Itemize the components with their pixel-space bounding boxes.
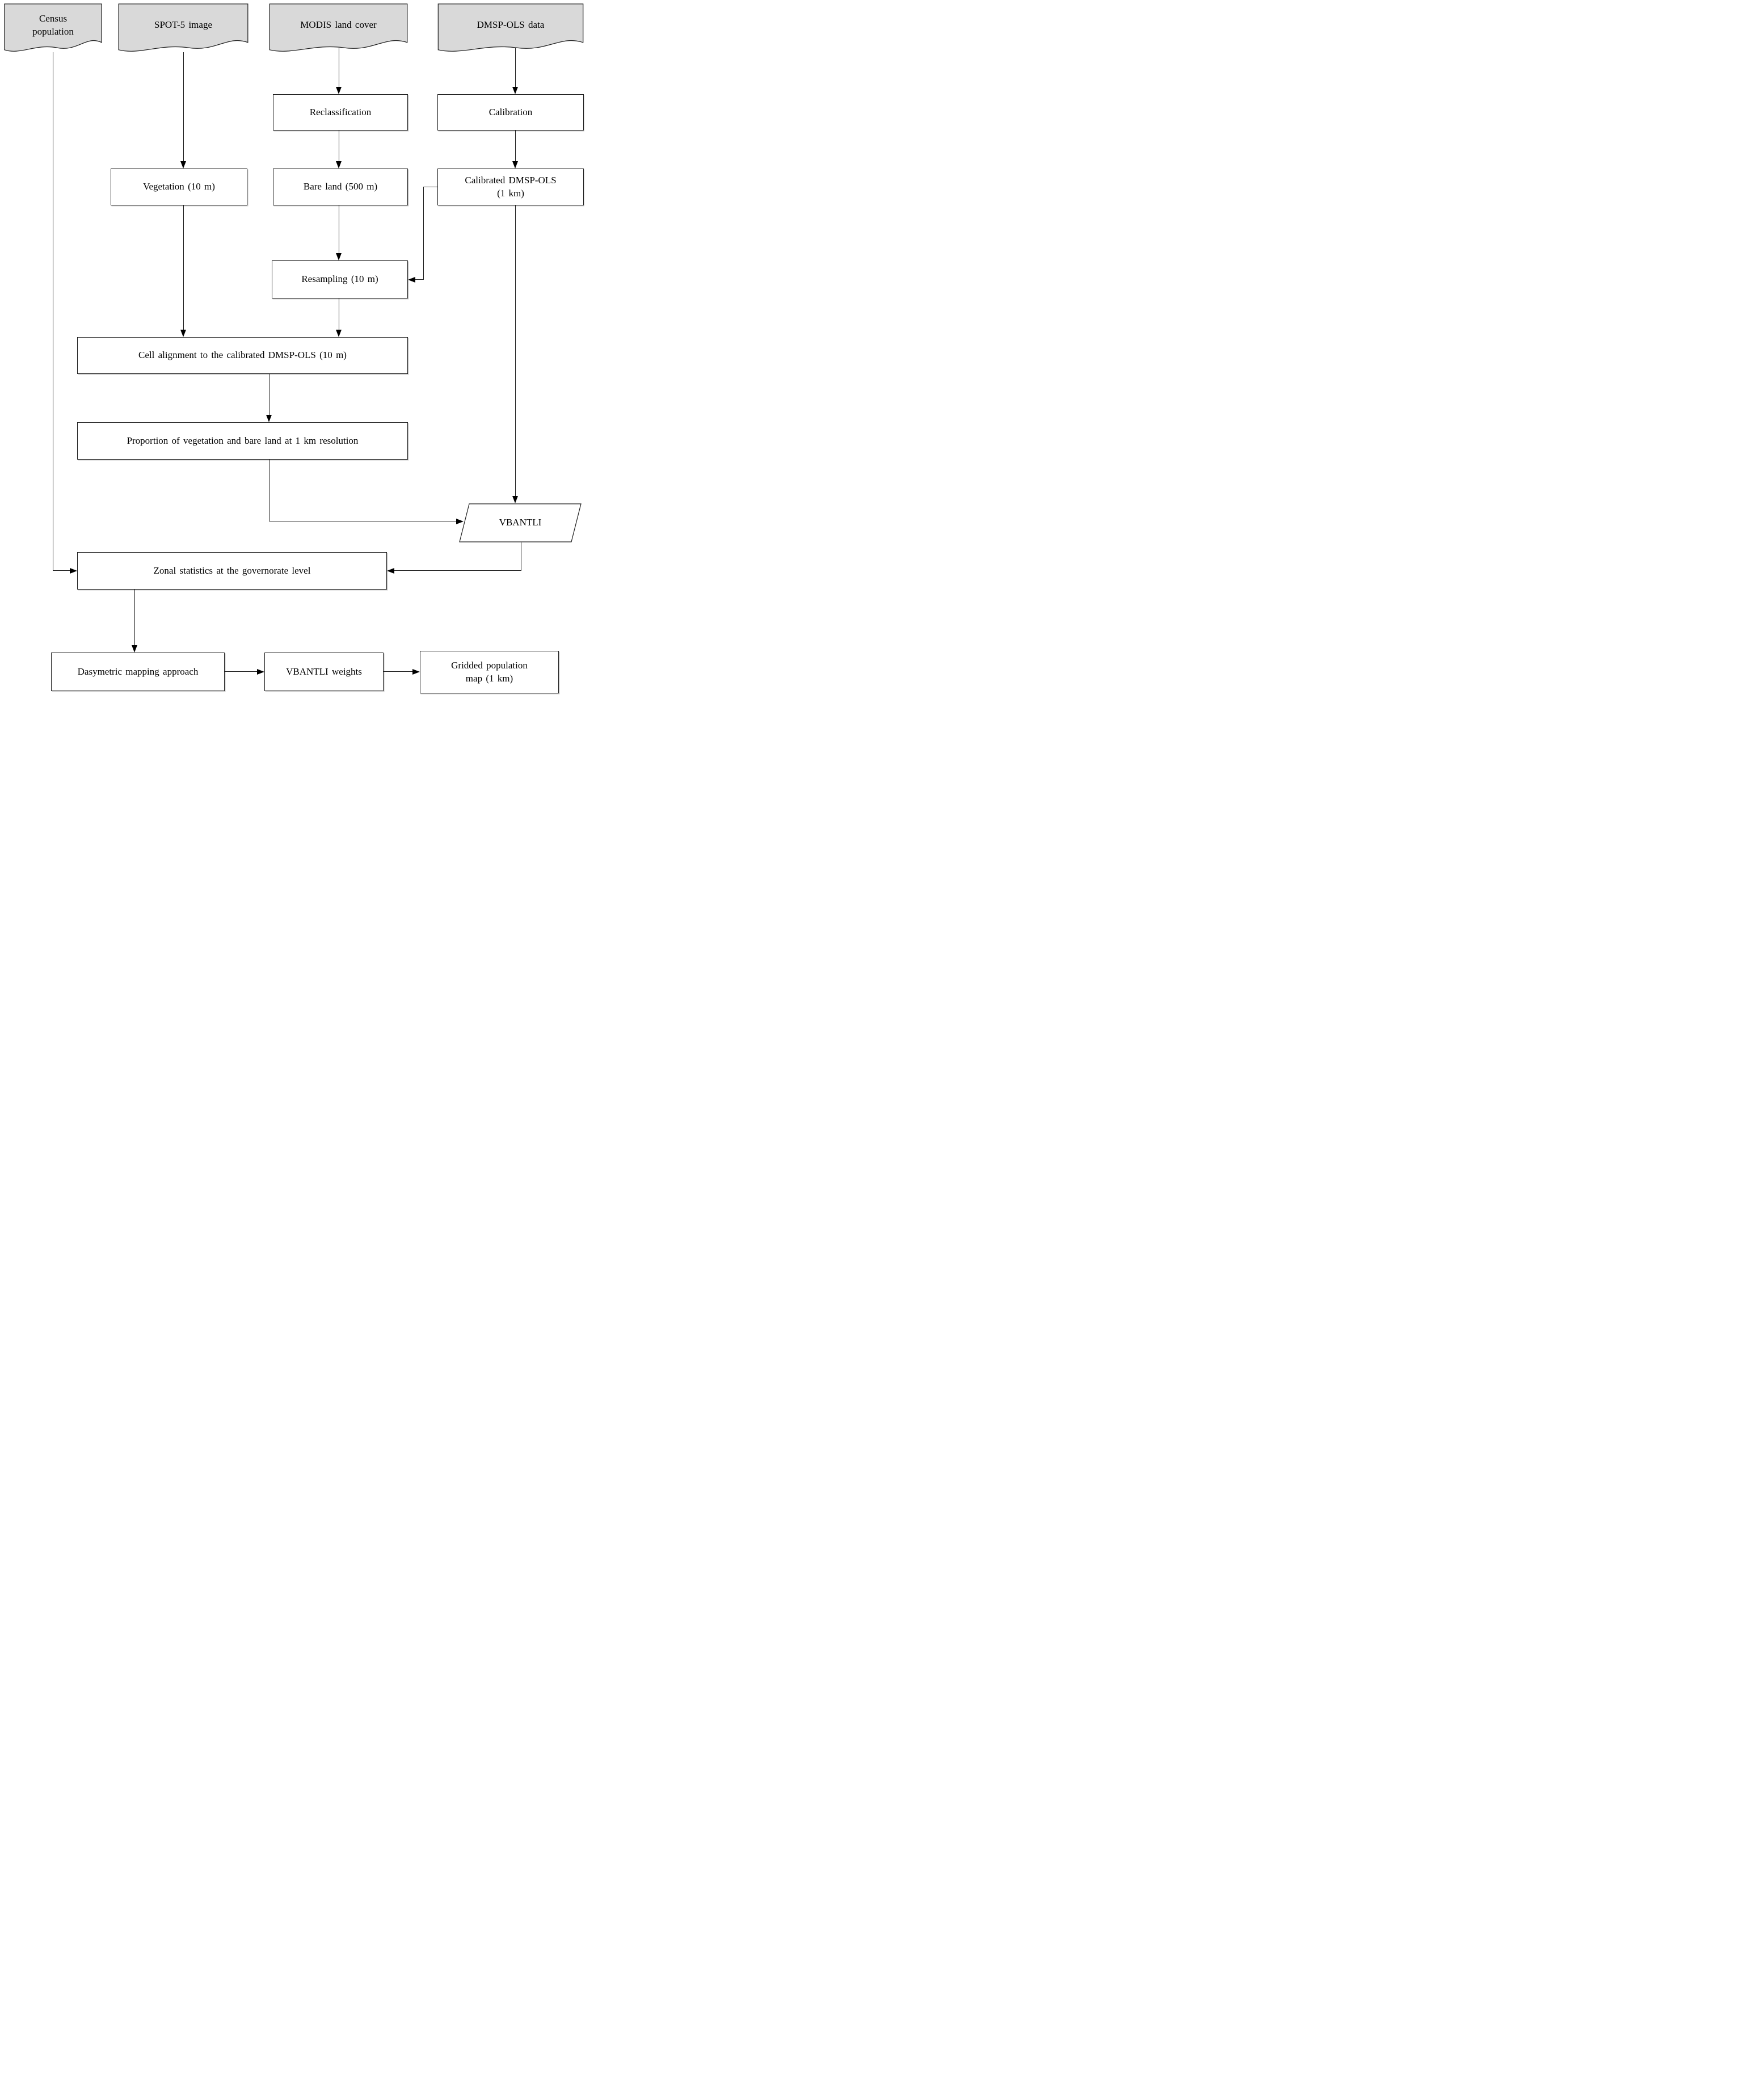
arrowhead-into-vbantli-top [512, 496, 518, 503]
edge-calibration-calibrated [515, 131, 516, 161]
node-label: SPOT-5 image [154, 19, 212, 31]
node-vegetation: Vegetation (10 m) [111, 169, 247, 205]
node-calibrated-dmsp-ols: Calibrated DMSP-OLS (1 km) [437, 169, 584, 205]
node-gridded-population-map: Gridded population map (1 km) [420, 651, 559, 693]
node-label: DMSP-OLS data [477, 19, 545, 31]
document-shape [437, 3, 584, 56]
node-calibration: Calibration [437, 94, 584, 131]
arrowhead-into-calibration [512, 87, 518, 94]
parallelogram-shape [459, 503, 582, 542]
node-resampling: Resampling (10 m) [272, 260, 408, 298]
node-spot5-image: SPOT-5 image [118, 3, 249, 56]
arrowhead-into-cellalignment-right [336, 330, 342, 337]
node-label: VBANTLI [499, 517, 542, 528]
node-modis-land-cover: MODIS land cover [269, 3, 408, 56]
node-census-population: Census population [4, 3, 102, 56]
arrowhead-into-cellalignment-left [180, 330, 186, 337]
node-reclassification: Reclassification [273, 94, 408, 131]
document-shape [118, 3, 249, 56]
arrowhead-into-zonal-right [387, 568, 394, 574]
arrowhead-into-calibrated [512, 161, 518, 169]
node-cell-alignment: Cell alignment to the calibrated DMSP-OL… [77, 337, 408, 374]
node-zonal-statistics: Zonal statistics at the governorate leve… [77, 552, 387, 590]
arrowhead-into-vbantli-left [456, 519, 464, 524]
arrowhead-into-vegetation [180, 161, 186, 169]
arrowhead-into-proportion [266, 415, 272, 422]
edge-weights-gridded [384, 671, 412, 672]
edge-vegetation-cellalignment [183, 205, 184, 330]
node-bare-land: Bare land (500 m) [273, 169, 408, 205]
arrowhead-into-gridded [412, 669, 420, 675]
edge-vbantli-zonal-horizontal [394, 570, 521, 571]
node-proportion: Proportion of vegetation and bare land a… [77, 422, 408, 460]
node-dmsp-ols-data: DMSP-OLS data [437, 3, 584, 56]
arrowhead-into-zonal-left [70, 568, 77, 574]
arrowhead-into-weights [257, 669, 264, 675]
edge-calibrated-vbantli [515, 205, 516, 496]
arrowhead-into-reclassification [336, 87, 342, 94]
node-label: MODIS land cover [300, 19, 377, 31]
document-shape [4, 3, 102, 56]
edge-spot5-vegetation [183, 52, 184, 161]
node-vbantli: VBANTLI [459, 503, 582, 542]
node-dasymetric-mapping: Dasymetric mapping approach [51, 653, 225, 691]
flowchart-canvas: Census population SPOT-5 image MODIS lan… [0, 0, 584, 700]
arrowhead-into-dasymetric [132, 645, 137, 653]
edge-census-zonal-horizontal [53, 570, 70, 571]
document-shape [269, 3, 408, 56]
edge-zonal-dasymetric [134, 590, 136, 645]
edge-dasymetric-weights [225, 671, 257, 672]
edge-dmsp-calibration [515, 48, 516, 87]
node-label: Census population [32, 13, 74, 37]
node-vbantli-weights: VBANTLI weights [264, 653, 384, 691]
edge-calibrated-resampling-horizontal [415, 279, 424, 280]
edge-calibrated-resampling-vertical [423, 187, 424, 280]
arrowhead-into-resampling-right [408, 277, 415, 283]
arrowhead-into-resampling-top [336, 253, 342, 260]
arrowhead-into-bareland [336, 161, 342, 169]
